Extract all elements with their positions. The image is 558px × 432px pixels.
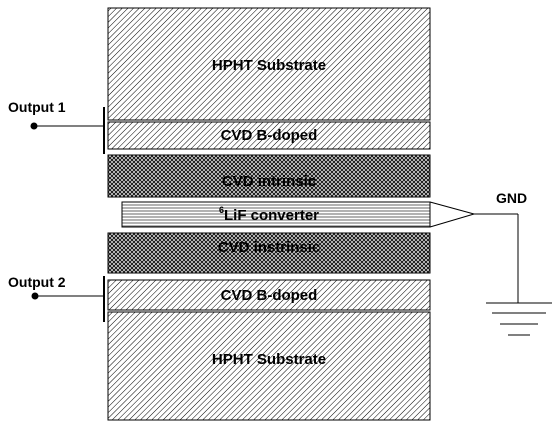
top-bdoped-label: CVD B-doped [221,127,318,144]
bottom-intrinsic-layer [107,232,431,274]
ground-symbol-icon [486,302,552,336]
top-substrate-layer [107,7,431,121]
converter-label: 6LiF converter [219,205,319,224]
gnd-wiring [429,201,519,303]
top-substrate-label: HPHT Substrate [212,57,326,74]
output1-terminal [30,107,105,154]
gnd-label: GND [496,190,527,206]
bottom-bdoped-layer [107,279,431,311]
bottom-intrinsic-label: CVD instrinsic [218,239,321,256]
top-intrinsic-layer [107,154,431,198]
bottom-bdoped-label: CVD B-doped [221,287,318,304]
output2-terminal [31,276,105,322]
output2-label: Output 2 [8,274,66,290]
top-bdoped-layer [107,121,431,150]
top-intrinsic-label: CVD intrinsic [222,173,316,190]
output1-label: Output 1 [8,99,66,115]
bottom-substrate-layer [107,311,431,421]
converter-layer [121,201,431,228]
bottom-substrate-label: HPHT Substrate [212,351,326,368]
